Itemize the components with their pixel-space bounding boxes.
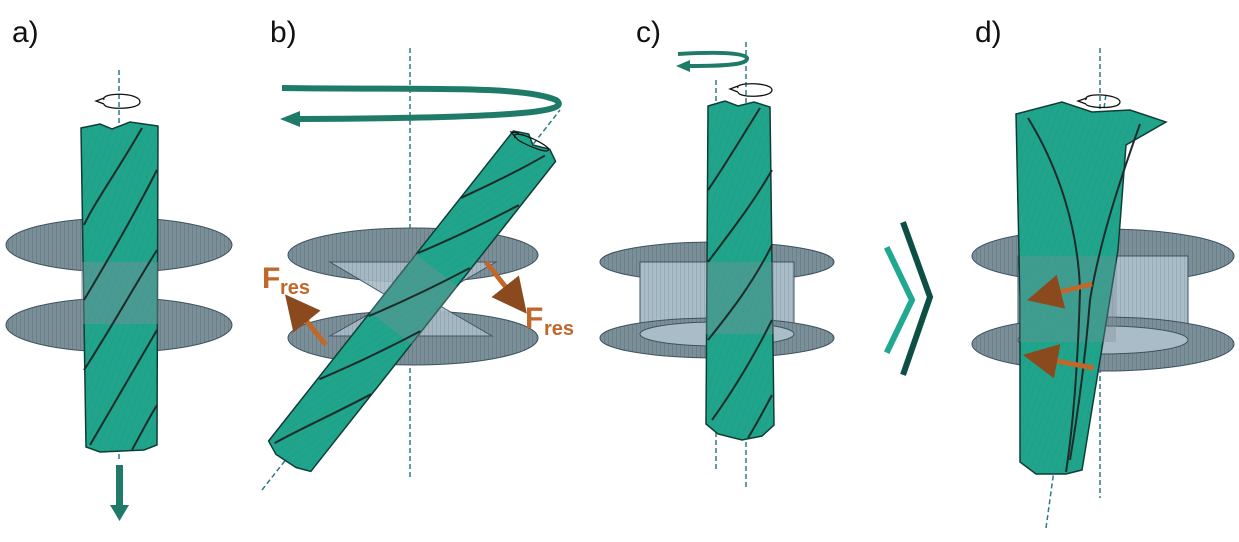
force-arrow-icon <box>284 260 527 347</box>
drill-flutes <box>1027 117 1141 473</box>
rotation-arrow-icon <box>94 93 141 109</box>
drill-body <box>705 100 775 441</box>
force-subscript: res <box>280 277 310 299</box>
panel-c: c) <box>599 16 835 488</box>
panel-label-b: b) <box>270 16 297 49</box>
drill-flutes <box>707 107 773 439</box>
hole-section <box>1020 256 1116 342</box>
panel-label-d: d) <box>975 16 1002 49</box>
hole-section <box>81 262 158 324</box>
rotation-arrow-icon <box>509 131 549 152</box>
panel-a: a) <box>5 16 233 521</box>
rotation-arrow-icon <box>1076 94 1121 109</box>
drill-flutes <box>83 127 158 451</box>
force-symbol: F <box>262 262 280 295</box>
force-label-right: F res <box>525 302 574 340</box>
panel-label-c: c) <box>636 16 661 49</box>
panel-b: b) <box>261 16 574 491</box>
drill-body <box>1015 101 1168 475</box>
force-subscript: res <box>544 318 574 340</box>
force-label-left: F res <box>262 262 310 299</box>
feed-arrow-icon <box>110 465 129 521</box>
orbit-arrow-icon <box>280 85 562 127</box>
panel-label-a: a) <box>12 16 39 49</box>
rotation-arrow-icon <box>728 83 773 97</box>
drill-body <box>267 130 557 473</box>
force-symbol: F <box>525 302 543 335</box>
process-chevron-icon <box>883 221 934 376</box>
orbit-arrow-icon <box>676 50 749 72</box>
panel-d: d) <box>971 16 1235 529</box>
force-arrow-icon <box>1022 274 1095 379</box>
